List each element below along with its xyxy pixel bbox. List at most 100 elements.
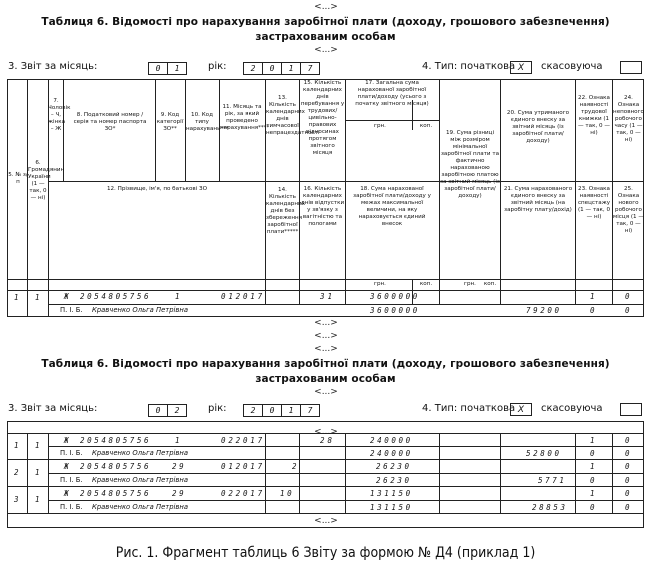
type-label: 4. Тип: початкова [422,61,516,72]
row-f25: 0 [625,449,630,458]
year-digit: 1 [282,62,301,75]
col-line [219,79,220,181]
row-gender: Ж [64,436,69,445]
year-digit: 0 [263,62,282,75]
table-title-1a: Таблиця 6. Відомості про нарахування зар… [41,16,610,28]
header-17-kop: коп. [419,123,433,129]
row-f23: 0 [590,449,595,458]
row-gender: Ж [64,462,69,471]
row-gender: Ж [64,292,69,301]
row-tax-id: 2054805756 [80,436,152,445]
row-f23: 0 [590,476,595,485]
report-month-label-2: 3. Звіт за місяць: [8,403,98,414]
month-digit: 0 [148,62,168,75]
row-tax-id: 2054805756 [80,489,152,498]
row-pib-label: П. І. Б. [60,449,83,457]
header-16: 16. Кількість календарних днів відпустки… [300,186,345,227]
row-citizen: 1 [35,293,40,302]
year-digit: 7 [301,404,320,417]
table-title-2b: застрахованим особам [255,373,396,385]
row-category: 1 [175,292,180,301]
row-sum17: 3600000 [370,292,420,301]
row-category: 29 [172,462,187,471]
table-frame-2 [7,421,644,528]
row-sum17: 131150 [370,489,413,498]
cancel-label: скасовуюча [541,61,603,72]
sub-kop: коп. [483,281,497,287]
col-line [265,79,266,304]
row-days13: 2 [292,462,297,471]
row-num: 1 [14,441,19,450]
type-cancel-box[interactable] [620,61,642,74]
row-f22: 1 [590,489,595,498]
year-digit: 7 [301,62,320,75]
report-month-cells[interactable]: 0 1 [148,62,187,75]
header-19: 19. Сума різниці між розміром мінімально… [440,130,500,199]
header-10: 10. Код типу нарахувань*** [186,112,229,132]
row-sum18: 131150 [370,503,413,512]
row-line [48,473,644,474]
header-21: 21. Сума нарахованого єдиного внеску за … [503,186,573,213]
header-12: 12. Прізвище, ім'я, по батькові ЗО [106,186,208,192]
row-sum18: 240000 [370,449,413,458]
col-line [345,433,346,513]
col-line [500,433,501,513]
header-25: 25. Ознака нового робочого місця (1 — та… [613,186,644,234]
sub-grn: грн. [464,281,476,287]
year-cells-2[interactable]: 2 0 1 7 [243,404,320,417]
header-22: 22. Ознака наявності трудової книжки (1 … [578,95,610,136]
row-f24: 0 [625,436,630,445]
placeholder-top: <...> [314,2,338,12]
table-title-2a: Таблиця 6. Відомості про нарахування зар… [41,358,610,370]
col-line [185,79,186,181]
row-divider [48,304,644,305]
row-line [7,486,644,487]
year-digit: 0 [263,404,282,417]
type-initial-box-2[interactable]: X [510,403,532,416]
row-line [7,513,644,514]
col-line [612,79,613,304]
row-pib-label: П. І. Б. [60,503,83,511]
col-line [265,433,266,513]
placeholder-5: <...> [314,387,338,397]
header-13: 13. Кількість календарних днів тимчасово… [266,95,320,136]
row-f23: 0 [590,306,595,315]
row-month-year: 022017 [221,436,265,445]
col-line [63,79,64,181]
row-line [48,446,644,447]
col-line [155,79,156,181]
row-f25: 0 [625,306,630,315]
sub-kop: коп. [419,281,433,287]
row-num: 3 [14,495,19,504]
row-sum21: 5771 [538,476,567,485]
row-citizen: 1 [35,495,40,504]
header-14: 14. Кількість календарних днів без збере… [266,187,305,235]
report-month-cells-2[interactable]: 0 2 [148,404,187,417]
type-cancel-box-2[interactable] [620,403,642,416]
row-citizen: 1 [35,468,40,477]
type-initial-box[interactable]: X [510,61,532,74]
year-label: рік: [208,61,227,72]
row-name: Кравченко Ольга Петрівна [92,476,189,484]
row-sum21: 28853 [532,503,568,512]
row-name: Кравченко Ольга Петрівна [92,449,189,457]
row-line [7,433,644,434]
row-month-year: 012017 [221,462,265,471]
row-f22: 1 [590,292,595,301]
header-6: 6. Громадянин України (1 — так, 0 — ні) [28,160,65,201]
col-line [299,433,300,513]
sub-grn: грн. [374,281,386,287]
type-label-2: 4. Тип: початкова [422,403,516,414]
row-f24: 0 [625,489,630,498]
placeholder-6: <...> [296,427,356,437]
subheader-line [7,290,644,291]
row-category: 29 [172,489,187,498]
year-cells[interactable]: 2 0 1 7 [243,62,320,75]
placeholder-7: <...> [296,516,356,526]
placeholder-4: <...> [314,344,338,354]
row-sum17: 240000 [370,436,413,445]
col-line [439,433,440,513]
row-tax-id: 2054805756 [80,462,152,471]
col-line [500,79,501,304]
row-name: Кравченко Ольга Петрівна [92,306,189,314]
